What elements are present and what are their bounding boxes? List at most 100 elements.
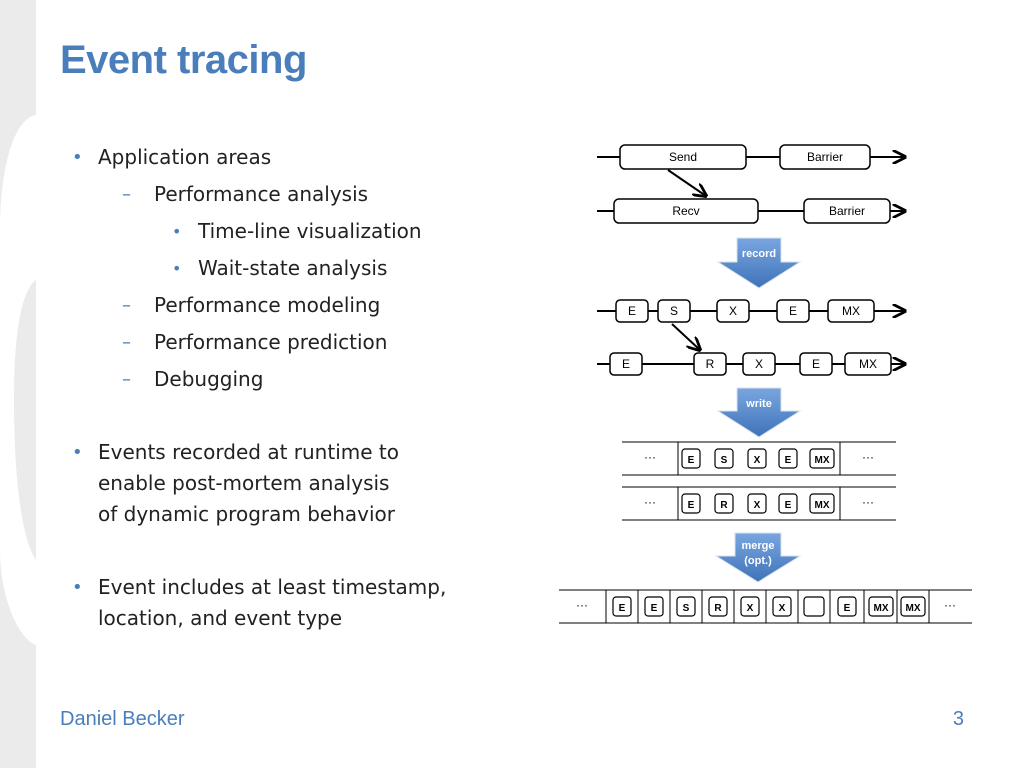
process-timeline-top: Send Barrier (597, 144, 905, 170)
trace-record-box (681, 493, 701, 514)
bullet-text-line: enable post-mortem analysis (98, 471, 390, 495)
barrier-region-top (779, 144, 871, 170)
bullet-time-line-visualization: • Time-line visualization (170, 216, 422, 247)
write-label: write (745, 398, 772, 410)
trace-record-box-empty (803, 596, 825, 617)
trace-record-box (837, 596, 857, 617)
event-label: E (628, 304, 636, 318)
left-decorative-band (0, 0, 36, 768)
event-box (844, 352, 892, 376)
event-label: MX (842, 304, 860, 318)
trace-record-label: X (754, 500, 761, 511)
trace-record-box (809, 493, 835, 514)
bullet-marker: • (72, 442, 83, 463)
event-label: E (622, 357, 630, 371)
trace-record-box (714, 448, 734, 469)
bullet-text-line: Event includes at least timestamp, (98, 575, 447, 599)
trace-record-box (644, 596, 664, 617)
event-box (799, 352, 833, 376)
dash-marker: – (122, 295, 131, 316)
bullet-performance-prediction: – Performance prediction (122, 327, 387, 358)
trace-record-label: MX (815, 455, 830, 466)
trace-record-label: E (688, 455, 695, 466)
bullet-text: Performance prediction (154, 330, 388, 354)
trace-record-box (778, 493, 798, 514)
bullet-text-block: Events recorded at runtime to enable pos… (98, 437, 399, 530)
trace-record-label: E (785, 455, 792, 466)
trace-record-box (868, 596, 894, 617)
ellipsis: ··· (576, 598, 588, 612)
event-timeline-bottom: E R X E MX (597, 352, 905, 376)
event-label: R (706, 357, 715, 371)
trace-record-label: X (779, 603, 786, 614)
record-label: record (742, 248, 776, 260)
dash-marker: – (122, 332, 131, 353)
merge-label: merge (741, 540, 774, 552)
trace-record-label: X (754, 455, 761, 466)
slide-title: Event tracing (60, 38, 307, 82)
bullet-text: Application areas (98, 145, 272, 169)
event-timeline-top: E S X E MX (597, 299, 905, 323)
trace-record-label: E (785, 500, 792, 511)
event-box (716, 299, 750, 323)
trace-record-label: R (720, 500, 728, 511)
trace-record-box (778, 448, 798, 469)
ellipsis: ··· (862, 450, 874, 464)
dash-marker: – (122, 184, 131, 205)
event-label: S (670, 304, 678, 318)
ellipsis: ··· (644, 450, 656, 464)
bullet-text-line: location, and event type (98, 606, 343, 630)
trace-record-box (900, 596, 926, 617)
event-box (657, 299, 691, 323)
decorative-band-shape (0, 115, 36, 645)
bullet-text: Wait-state analysis (198, 256, 388, 280)
trace-record-label: MX (874, 603, 889, 614)
barrier-label-bottom: Barrier (829, 204, 865, 218)
event-box (742, 352, 776, 376)
trace-record-label: E (844, 603, 851, 614)
event-label: E (812, 357, 820, 371)
merge-opt-label: (opt.) (744, 555, 772, 567)
trace-record-box (747, 493, 767, 514)
ellipsis: ··· (862, 495, 874, 509)
trace-record-box (708, 596, 728, 617)
trace-record-box (809, 448, 835, 469)
trace-record-box (747, 448, 767, 469)
trace-record-label: MX (906, 603, 921, 614)
event-label: MX (859, 357, 877, 371)
event-box (693, 352, 727, 376)
bullet-text-block: Event includes at least timestamp, locat… (98, 572, 446, 634)
trace-record-label: S (721, 455, 728, 466)
bullet-marker: • (172, 259, 182, 278)
bullet-events-recorded: • Events recorded at runtime to enable p… (62, 437, 399, 530)
bullet-text-line: Events recorded at runtime to (98, 440, 399, 464)
trace-record-label: R (714, 603, 722, 614)
merged-trace: ··· ··· E E S R X X E MX MX (559, 589, 972, 624)
trace-record-box (714, 493, 734, 514)
bullet-text: Debugging (154, 367, 264, 391)
bullet-marker: • (172, 222, 182, 241)
dash-marker: – (122, 369, 131, 390)
trace-record-label: X (747, 603, 754, 614)
bullet-performance-analysis: – Performance analysis (122, 179, 368, 210)
trace-record-box (612, 596, 632, 617)
bullet-text: Time-line visualization (198, 219, 422, 243)
trace-record-label: E (619, 603, 626, 614)
write-arrow: write (716, 387, 802, 438)
event-box (827, 299, 875, 323)
trace-record-box (772, 596, 792, 617)
trace-record-label: MX (815, 500, 830, 511)
bullet-event-includes: • Event includes at least timestamp, loc… (62, 572, 446, 634)
process-timeline-bottom: Recv Barrier (597, 198, 905, 224)
bullet-text: Performance modeling (154, 293, 381, 317)
bullet-wait-state-analysis: • Wait-state analysis (170, 253, 387, 284)
event-box (615, 299, 649, 323)
trace-record-box (681, 448, 701, 469)
recv-region (613, 198, 759, 224)
bullet-marker: • (72, 147, 83, 168)
event-label: X (755, 357, 763, 371)
bullet-debugging: – Debugging (122, 364, 263, 395)
bullet-text-line: of dynamic program behavior (98, 502, 396, 526)
trace-record-label: E (688, 500, 695, 511)
send-label: Send (669, 150, 697, 164)
